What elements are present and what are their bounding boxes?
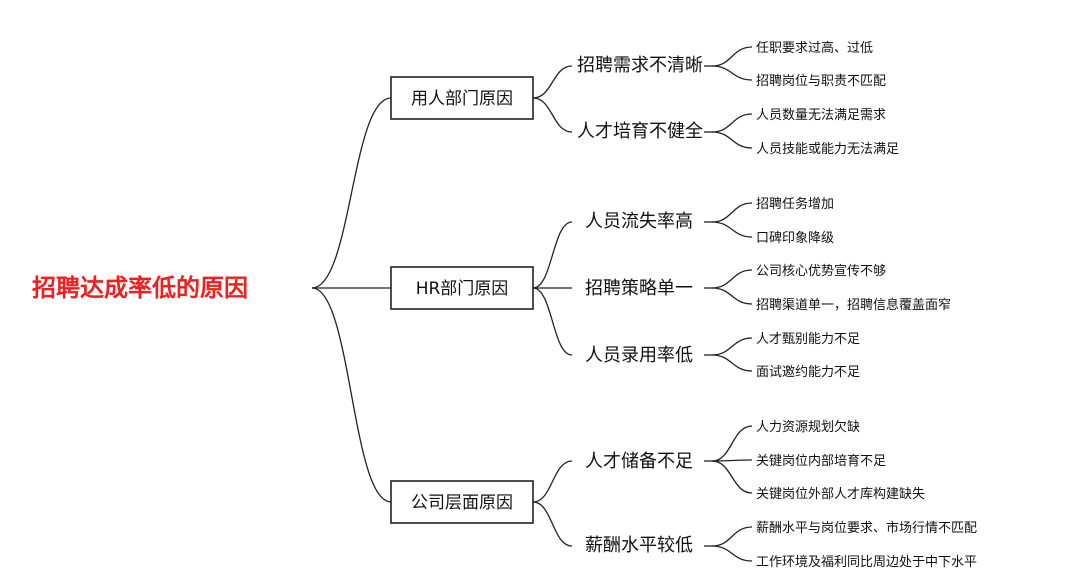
leaf-label[interactable]: 口碑印象降级 (756, 230, 834, 246)
subtopic-to-leaf-link (711, 460, 753, 494)
subtopic-to-leaf-link (711, 131, 753, 149)
subtopic-to-leaf-link (711, 337, 753, 356)
subtopic-to-leaf-link (711, 113, 753, 133)
subtopic-to-leaf-link (711, 526, 753, 547)
leaf-label[interactable]: 工作环境及福利同比周边处于中下水平 (756, 555, 977, 570)
leaf-label[interactable]: 招聘渠道单一，招聘信息覆盖面窄 (756, 297, 951, 313)
category-to-subtopic-link (532, 221, 573, 289)
leaf-label[interactable]: 招聘岗位与职责不匹配 (756, 74, 886, 89)
subtopic-label[interactable]: 人才储备不足 (585, 451, 693, 472)
subtopic-to-leaf-link (711, 221, 753, 238)
subtopic-label[interactable]: 薪酬水平较低 (585, 535, 693, 556)
subtopic-to-leaf-link (711, 425, 753, 462)
category-box (390, 266, 534, 310)
subtopic-to-leaf-link (711, 202, 753, 223)
leaf-label[interactable]: 人力资源规划欠缺 (756, 419, 860, 435)
category-to-subtopic-link (532, 65, 573, 99)
category-box (390, 480, 534, 524)
category-node[interactable]: 用人部门原因 (390, 76, 534, 120)
subtopic-to-leaf-link (711, 545, 753, 562)
subtopic-label[interactable]: 招聘需求不清晰 (577, 55, 703, 76)
leaf-label[interactable]: 人员技能或能力无法满足 (756, 142, 899, 157)
leaf-label[interactable]: 薪酬水平与岗位要求、市场行情不匹配 (756, 520, 977, 536)
subtopic-label[interactable]: 招聘策略单一 (585, 278, 693, 299)
leaf-label[interactable]: 人员数量无法满足需求 (756, 108, 886, 123)
category-label: 公司层面原因 (411, 493, 513, 513)
category-box (390, 76, 534, 120)
leaf-label[interactable]: 任职要求过高、过低 (756, 40, 873, 56)
leaf-label[interactable]: 关键岗位内部培育不足 (756, 453, 886, 469)
connector-lines (311, 46, 753, 562)
leaf-label[interactable]: 关键岗位外部人才库构建缺失 (756, 486, 925, 502)
root-topic: 招聘达成率低的原因 (32, 274, 248, 302)
category-node[interactable]: HR部门原因 (390, 266, 534, 310)
category-to-subtopic-link (532, 97, 573, 133)
leaf-label[interactable]: 人才甄别能力不足 (756, 332, 860, 347)
subtopic-label[interactable]: 人员流失率高 (585, 211, 693, 232)
subtopic-to-leaf-link (711, 65, 753, 81)
subtopic-label[interactable]: 人才培育不健全 (577, 121, 703, 142)
root-to-category-link (311, 97, 392, 289)
subtopic-to-leaf-link (711, 46, 753, 67)
subtopic-to-leaf-link (711, 269, 753, 289)
leaf-label[interactable]: 公司核心优势宣传不够 (756, 263, 886, 279)
leaf-label[interactable]: 招聘任务增加 (756, 196, 834, 212)
category-to-subtopic-link (532, 460, 573, 503)
category-to-subtopic-link (532, 501, 573, 547)
subtopic-to-leaf-link (711, 354, 753, 372)
subtopic-to-leaf-link (711, 287, 753, 305)
category-label: 用人部门原因 (411, 89, 513, 109)
leaf-label[interactable]: 面试邀约能力不足 (756, 365, 860, 380)
subtopic-label[interactable]: 人员录用率低 (585, 345, 693, 366)
root-to-category-link (311, 287, 392, 503)
category-to-subtopic-link (532, 287, 573, 356)
category-node[interactable]: 公司层面原因 (390, 480, 534, 524)
category-label: HR部门原因 (416, 279, 509, 299)
